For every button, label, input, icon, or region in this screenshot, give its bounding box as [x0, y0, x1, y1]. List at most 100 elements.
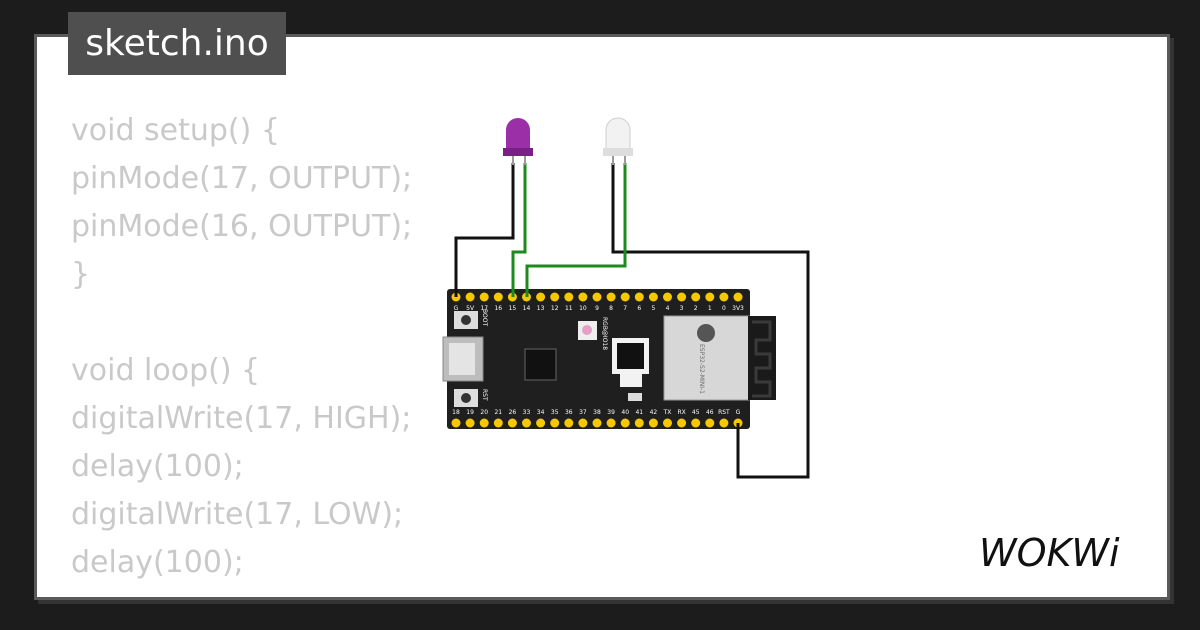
top-pin-label: 12	[551, 305, 559, 312]
bottom-pin-label: 46	[706, 409, 714, 416]
top-pin-label: 3	[680, 305, 684, 312]
rst-label: RST	[481, 389, 488, 401]
bottom-pin-label: 37	[579, 409, 587, 416]
bottom-pin[interactable]	[564, 418, 574, 428]
top-pin[interactable]	[493, 292, 503, 302]
top-pin[interactable]	[648, 292, 658, 302]
led-white[interactable]	[603, 117, 633, 165]
top-pin[interactable]	[578, 292, 588, 302]
bottom-pin-label: 34	[537, 409, 545, 416]
bottom-pin[interactable]	[719, 418, 729, 428]
top-pin-label: 1	[708, 305, 712, 312]
code-line: void setup() {	[71, 113, 280, 148]
bottom-pin[interactable]	[479, 418, 489, 428]
wire-led1-cathode[interactable]	[454, 163, 515, 297]
led-white-body	[605, 117, 631, 151]
top-pin[interactable]	[691, 292, 701, 302]
bottom-pin-label: RX	[677, 409, 685, 416]
esp32-module	[663, 315, 750, 401]
bottom-pin-label: 45	[692, 409, 700, 416]
bottom-pin-label: 42	[650, 409, 658, 416]
top-pin[interactable]	[620, 292, 630, 302]
esp32-board[interactable]: BOOT RST RGB@IO18 ESP32-S2-MINI-1	[442, 289, 776, 429]
wokwi-logo-text: WOKWi	[979, 531, 1120, 575]
mcu-chip	[524, 348, 557, 381]
top-pin[interactable]	[592, 292, 602, 302]
top-pin-label: 3V3	[732, 305, 744, 312]
top-pin[interactable]	[677, 292, 687, 302]
top-pin-label: 11	[565, 305, 573, 312]
bottom-pin[interactable]	[663, 418, 672, 428]
bottom-pin-label: 19	[466, 409, 474, 416]
code-line: pinMode(16, OUTPUT);	[71, 209, 413, 244]
bottom-pin[interactable]	[592, 418, 602, 428]
bottom-pin-label: 20	[480, 409, 488, 416]
code-line: delay(100);	[71, 545, 244, 580]
top-pin[interactable]	[536, 292, 546, 302]
code-line: digitalWrite(16, HIGH);	[71, 587, 491, 597]
top-pin[interactable]	[663, 292, 672, 302]
top-pin-label: 6	[637, 305, 641, 312]
bottom-pin[interactable]	[634, 418, 644, 428]
bottom-pin-label: 35	[551, 409, 559, 416]
top-pin[interactable]	[465, 292, 475, 302]
bottom-pin[interactable]	[451, 418, 461, 428]
file-tab[interactable]: sketch.ino	[68, 12, 286, 75]
top-pin-label: 8	[609, 305, 613, 312]
bottom-pin[interactable]	[677, 418, 687, 428]
bottom-pin[interactable]	[507, 418, 517, 428]
wires	[454, 163, 810, 479]
bottom-pin[interactable]	[522, 418, 531, 428]
top-pin-label: 4	[666, 305, 670, 312]
bottom-pin-label: 38	[593, 409, 601, 416]
bottom-pin[interactable]	[606, 418, 616, 428]
top-pin[interactable]	[705, 292, 715, 302]
top-pin[interactable]	[634, 292, 644, 302]
top-pin[interactable]	[479, 292, 489, 302]
top-pin-label: 10	[579, 305, 587, 312]
bottom-pin[interactable]	[536, 418, 546, 428]
top-pin[interactable]	[606, 292, 616, 302]
antenna-trace	[752, 320, 772, 398]
bottom-pin[interactable]	[465, 418, 475, 428]
bottom-pin[interactable]	[648, 418, 658, 428]
code-view: void setup() { pinMode(17, OUTPUT); pinMod…	[71, 107, 491, 597]
top-pin-label: 14	[523, 305, 531, 312]
top-pin-label: G	[454, 305, 459, 312]
top-pin-label: 7	[623, 305, 627, 312]
top-pin[interactable]	[733, 292, 743, 302]
wire-led1-anode[interactable]	[511, 163, 527, 297]
top-pin-label: 5	[651, 305, 655, 312]
top-pin-label: 13	[537, 305, 545, 312]
bottom-pin-label: RST	[718, 409, 730, 416]
top-pin-label: 9	[595, 305, 599, 312]
bottom-pin-label: G	[736, 409, 741, 416]
top-pin[interactable]	[550, 292, 560, 302]
top-pin[interactable]	[719, 292, 729, 302]
wire-led2-anode[interactable]	[525, 163, 627, 297]
wire-led2-cathode[interactable]	[611, 163, 810, 479]
code-line: void loop() {	[71, 353, 261, 388]
code-line: digitalWrite(17, LOW);	[71, 497, 404, 532]
code-line: pinMode(17, OUTPUT);	[71, 161, 413, 196]
rgb-label: RGB@IO18	[601, 317, 608, 350]
bottom-pin[interactable]	[705, 418, 715, 428]
bottom-pin[interactable]	[620, 418, 630, 428]
bottom-pin[interactable]	[493, 418, 503, 428]
bottom-pin-label: 39	[607, 409, 615, 416]
antenna-area	[748, 316, 776, 400]
led-purple[interactable]	[503, 118, 533, 165]
bottom-pin[interactable]	[691, 418, 701, 428]
preview-card: void setup() { pinMode(17, OUTPUT); pinMod…	[34, 34, 1170, 600]
bottom-pin-label: 36	[565, 409, 573, 416]
bottom-pin-label: TX	[663, 409, 672, 416]
bottom-pin[interactable]	[578, 418, 588, 428]
top-pin-label: 17	[480, 305, 488, 312]
bottom-pin[interactable]	[550, 418, 560, 428]
top-pin-label: 0	[722, 305, 726, 312]
top-pin[interactable]	[564, 292, 574, 302]
wokwi-logo: WOKWi	[979, 531, 1120, 575]
bottom-pin-label: 18	[452, 409, 460, 416]
